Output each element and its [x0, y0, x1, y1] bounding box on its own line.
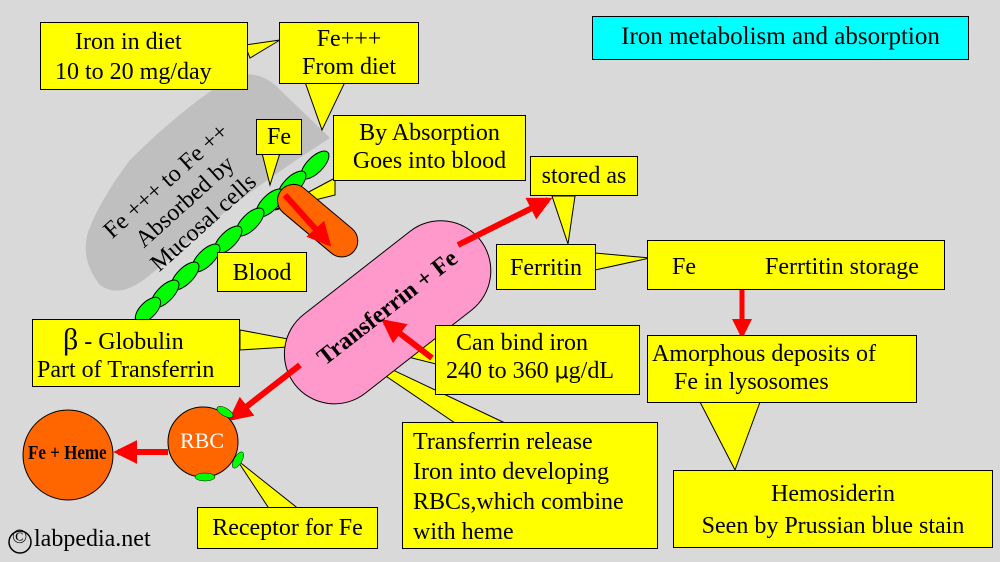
arrow-to-ferritin — [456, 197, 553, 248]
stored-as-box: stored as — [530, 156, 638, 196]
arrow-bind-into-transferrin — [381, 319, 434, 361]
copyright-symbol: © — [12, 526, 28, 548]
hemosiderin-box: Hemosiderin Seen by Prussian blue stain — [673, 470, 993, 548]
globulin-line1: - Globulin — [78, 329, 184, 355]
transferrin-release-box: Transferrin release Iron into developing… — [402, 422, 658, 549]
absorption-box: By Absorption Goes into blood — [333, 115, 526, 181]
hemosiderin-line1: Hemosiderin — [771, 481, 895, 507]
release-line3: RBCs,which combine — [413, 489, 624, 515]
arrow-to-rbc — [228, 362, 302, 421]
amorphous-callout-pointer — [699, 401, 761, 472]
fe-box: Fe — [256, 119, 302, 155]
rbc-receptors — [194, 406, 244, 482]
beta-symbol: β — [63, 323, 79, 356]
absorption-line2: Goes into blood — [352, 148, 507, 174]
bind-line2-wrap: 240 to 360 μg/dL — [446, 357, 639, 386]
iron-in-diet-line1: Iron in diet — [75, 29, 182, 55]
stored-callout-pointer — [551, 195, 576, 245]
bind-line2-b: g/dL — [568, 358, 614, 384]
hemosiderin-line2: Seen by Prussian blue stain — [701, 513, 965, 539]
ferritin-callout-pointer — [594, 252, 651, 271]
fe-from-diet-line1: Fe+++ — [316, 26, 382, 52]
iron-in-diet-box: Iron in diet 10 to 20 mg/day — [40, 22, 248, 90]
blood-box: Blood — [217, 252, 307, 292]
fe-heme-label: Fe + Heme — [28, 442, 107, 464]
copyright-circle — [8, 530, 32, 554]
amorphous-line1: Amorphous deposits of — [652, 341, 876, 367]
diet-callout-pointer — [244, 39, 281, 59]
globulin-line1-wrap: β - Globulin — [33, 323, 239, 356]
bind-line2-a: 240 to 360 — [446, 358, 555, 384]
release-line1: Transferrin release — [413, 429, 593, 455]
bind-line1: Can bind iron — [456, 330, 588, 356]
iron-in-diet-line2: 10 to 20 mg/day — [55, 59, 212, 85]
globulin-line2: Part of Transferrin — [37, 357, 215, 383]
copyright-text: labpedia.net — [34, 526, 151, 552]
transferrin-capsule — [283, 220, 492, 405]
fe-storage-fe: Fe — [672, 254, 696, 280]
diagram-title: Iron metabolism and absorption — [592, 16, 969, 60]
release-line2: Iron into developing — [413, 459, 609, 485]
ferritin-box: Ferritin — [496, 244, 596, 290]
amorphous-line2: Fe in lysosomes — [674, 369, 829, 395]
beta-globulin-box: β - Globulin Part of Transferrin — [32, 319, 240, 387]
receptor-box: Receptor for Fe — [197, 507, 378, 549]
fe-heme-circle — [22, 409, 114, 501]
absorption-line1: By Absorption — [359, 120, 500, 146]
absorption-arrow — [282, 192, 332, 247]
can-bind-iron-box: Can bind iron 240 to 360 μg/dL — [435, 325, 640, 395]
receptor-callout-pointer — [236, 459, 302, 511]
mu-symbol: μ — [554, 359, 569, 384]
mucosal-villi — [134, 150, 330, 324]
release-line4: with heme — [413, 519, 514, 545]
amorphous-deposits-box: Amorphous deposits of Fe in lysosomes — [647, 335, 917, 403]
fe-from-diet-box: Fe+++ From diet — [279, 22, 419, 84]
fe-from-diet-line2: From diet — [302, 54, 396, 80]
fe-storage-label: Ferrtitin storage — [765, 254, 919, 280]
fe-ferritin-storage-box: Fe Ferrtitin storage — [647, 240, 945, 290]
rbc-label: RBC — [180, 428, 225, 453]
